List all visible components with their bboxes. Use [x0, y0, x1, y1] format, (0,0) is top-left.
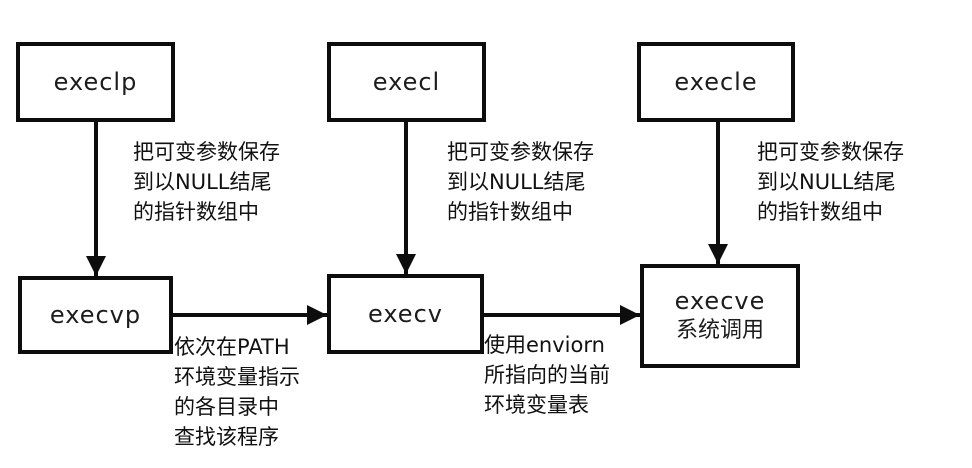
node-execve: execve 系统调用	[640, 264, 800, 368]
node-execl: execl	[327, 42, 486, 122]
annotation-execlp-null-array: 把可变参数保存 到以NULL结尾 的指针数组中	[133, 140, 280, 224]
node-execv-label: execv	[368, 300, 443, 328]
annotation-execl-null-array: 把可变参数保存 到以NULL结尾 的指针数组中	[447, 140, 594, 224]
annotation-execv-environ: 使用enviorn 所指向的当前 环境变量表	[484, 333, 610, 417]
node-execve-sublabel: 系统调用	[675, 318, 764, 343]
node-execvp: execvp	[18, 276, 173, 354]
node-execve-label: execve	[674, 287, 766, 315]
annotation-execle-null-array: 把可变参数保存 到以NULL结尾 的指针数组中	[757, 140, 904, 224]
node-execle: execle	[637, 42, 795, 122]
node-execl-label: execl	[372, 68, 441, 96]
node-execlp-label: execlp	[53, 68, 138, 96]
node-execlp: execlp	[16, 42, 175, 122]
node-execvp-label: execvp	[49, 301, 142, 329]
node-execv: execv	[327, 274, 484, 354]
annotation-execvp-path-search: 依次在PATH 环境变量指示 的各目录中 查找该程序	[174, 335, 300, 449]
node-execle-label: execle	[674, 68, 758, 96]
